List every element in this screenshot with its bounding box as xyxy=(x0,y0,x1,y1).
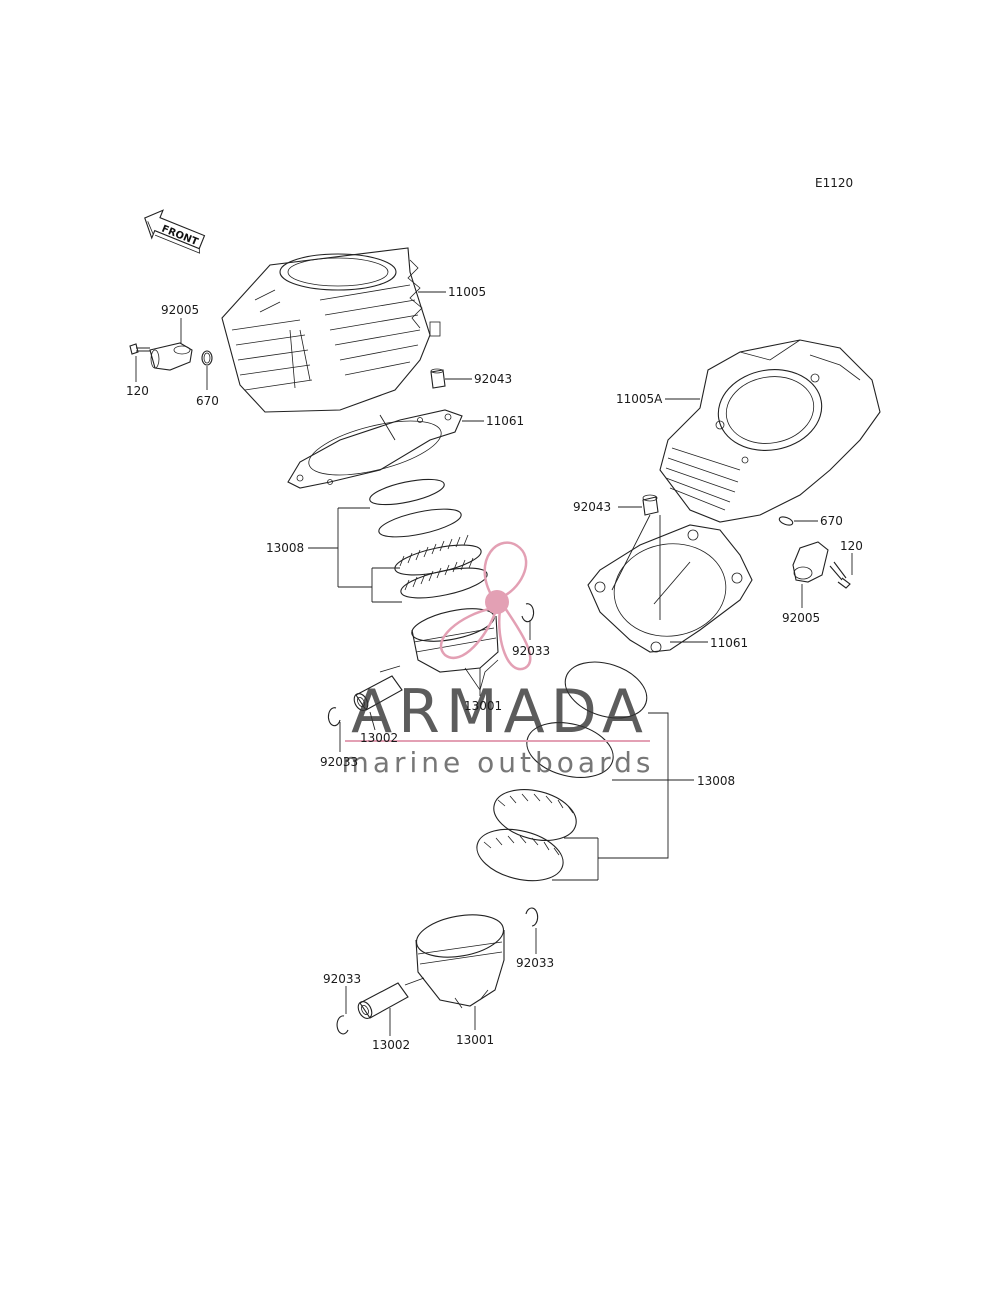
label-670-left: 670 xyxy=(196,394,219,408)
bolt-120-right[interactable] xyxy=(829,561,851,589)
label-11061-top: 11061 xyxy=(486,414,524,428)
watermark-tagline: marine outboards xyxy=(342,746,655,779)
label-120-left: 120 xyxy=(126,384,149,398)
fitting-92005-right[interactable] xyxy=(792,541,829,583)
label-92005-right: 92005 xyxy=(782,611,820,625)
bolt-120-left[interactable] xyxy=(129,343,150,355)
label-13002-lower: 13002 xyxy=(372,1038,410,1052)
clip-92033-b[interactable] xyxy=(327,707,341,727)
diagram-code: E1120 xyxy=(815,176,853,190)
dowel-92043-top[interactable] xyxy=(430,368,446,389)
label-13001-lower: 13001 xyxy=(456,1033,494,1047)
label-92043-right: 92043 xyxy=(573,500,611,514)
piston-pin-13002-top[interactable] xyxy=(351,675,403,713)
label-92005-left: 92005 xyxy=(161,303,199,317)
label-92033-d: 92033 xyxy=(323,972,361,986)
fitting-92005-left[interactable] xyxy=(149,342,193,371)
label-11005: 11005 xyxy=(448,285,486,299)
label-13008-top: 13008 xyxy=(266,541,304,555)
label-92043-top: 92043 xyxy=(474,372,512,386)
oring-670-left[interactable] xyxy=(201,350,213,366)
label-13002-top: 13002 xyxy=(360,731,398,745)
label-92033-c: 92033 xyxy=(516,956,554,970)
front-arrow-icon: FRONT xyxy=(144,209,206,254)
dowel-92043-right[interactable] xyxy=(642,494,659,516)
label-670-right: 670 xyxy=(820,514,843,528)
piston-rings-13008-top[interactable] xyxy=(368,474,490,604)
gasket-11061-top[interactable] xyxy=(287,409,463,489)
watermark-logo: ARMADA marine outboards xyxy=(342,541,655,779)
propeller-icon xyxy=(439,541,532,671)
clip-92033-a[interactable] xyxy=(521,603,535,623)
cylinder-11005a[interactable] xyxy=(659,339,881,523)
label-92033-b: 92033 xyxy=(320,755,358,769)
gasket-11061-right[interactable] xyxy=(587,524,753,653)
label-13001-top: 13001 xyxy=(464,699,502,713)
oring-670-right[interactable] xyxy=(778,515,794,526)
label-120-right: 120 xyxy=(840,539,863,553)
label-13008-lower: 13008 xyxy=(697,774,735,788)
label-11061-right: 11061 xyxy=(710,636,748,650)
label-92033-a: 92033 xyxy=(512,644,550,658)
leader-lines xyxy=(135,291,853,1036)
watermark-brand: ARMADA xyxy=(351,677,649,747)
piston-pin-13002-lower[interactable] xyxy=(355,982,409,1021)
piston-rings-13008-lower[interactable] xyxy=(472,652,654,889)
cylinder-11005[interactable] xyxy=(221,247,441,413)
label-11005a: 11005A xyxy=(616,392,663,406)
clip-92033-d[interactable] xyxy=(336,1015,349,1035)
front-label: FRONT xyxy=(160,224,200,249)
piston-13001-lower[interactable] xyxy=(413,909,507,1009)
part-labels: 11005 92005 120 670 92043 11061 13008 92… xyxy=(126,285,863,1052)
clip-92033-c[interactable] xyxy=(525,907,539,927)
